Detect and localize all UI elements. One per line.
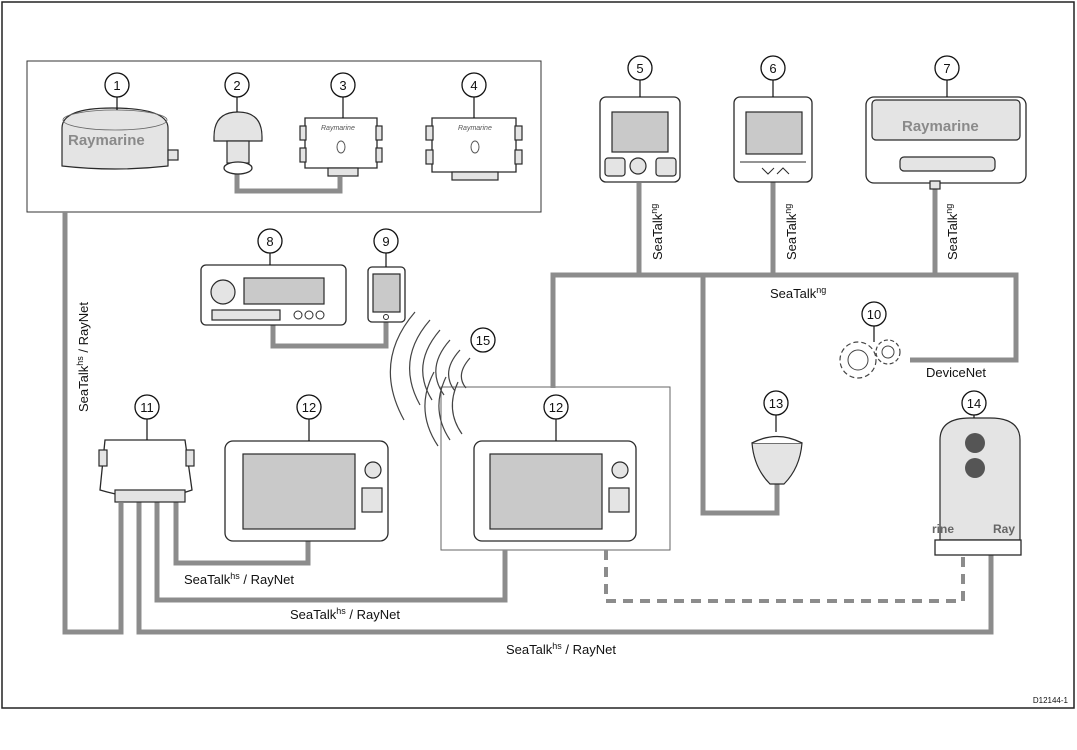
callout-11: 11 (135, 395, 159, 440)
svg-text:SeaTalkng: SeaTalkng (783, 204, 799, 260)
mfd-display-12b (474, 441, 636, 541)
label-devicenet: DeviceNet (926, 365, 986, 380)
thermal-camera-14: rine Ray (932, 418, 1021, 555)
label-seatalkhs-2: SeaTalkhs / RayNet (290, 606, 400, 622)
callout-10: 10 (862, 302, 886, 342)
callout-1: 1 (105, 73, 129, 110)
callout-14: 14 (962, 391, 986, 418)
mfd-display-12a (225, 441, 388, 541)
svg-text:4: 4 (470, 78, 477, 93)
label-seatalkhs-3: SeaTalkhs / RayNet (506, 641, 616, 657)
cable-video-dashed (606, 550, 963, 601)
label-seatalkng-bus: SeaTalkng (770, 285, 826, 301)
gps-antenna (214, 112, 262, 174)
label-seatalkng-7: SeaTalkng (944, 204, 960, 260)
svg-text:8: 8 (266, 234, 273, 249)
svg-text:6: 6 (769, 61, 776, 76)
instrument-unit-8 (201, 265, 346, 325)
label-seatalkng-6: SeaTalkng (783, 204, 799, 260)
label-seatalkhs-vertical: SeaTalkhs / RayNet (75, 302, 91, 412)
callout-3: 3 (331, 73, 355, 118)
network-pod-3: Raymarine (300, 118, 382, 176)
svg-text:12: 12 (302, 400, 316, 415)
callout-2: 2 (225, 73, 249, 112)
svg-text:SeaTalkng: SeaTalkng (649, 204, 665, 260)
radome-brand-text: Raymarine (68, 132, 145, 149)
callout-6: 6 (761, 56, 785, 97)
svg-text:SeaTalkhs / RayNet: SeaTalkhs / RayNet (75, 302, 91, 412)
radome-scanner: Raymarine (62, 108, 178, 169)
camera-brand-right-text: Ray (993, 522, 1015, 536)
drawing-reference: D12144-1 (1033, 696, 1069, 705)
instrument-display-5 (600, 97, 680, 182)
instrument-display-6 (734, 97, 812, 182)
cable-radar-seatalkhs (65, 212, 121, 632)
network-switch-11 (99, 440, 194, 502)
svg-text:13: 13 (769, 396, 783, 411)
svg-text:11: 11 (140, 400, 154, 415)
svg-text:SeaTalkng: SeaTalkng (944, 204, 960, 260)
svg-text:Raymarine: Raymarine (902, 118, 979, 135)
callout-9: 9 (374, 229, 398, 267)
svg-text:1: 1 (113, 78, 120, 93)
smart-device-9 (368, 267, 405, 322)
label-seatalkng-5: SeaTalkng (649, 204, 665, 260)
svg-text:5: 5 (636, 61, 643, 76)
camera-brand-left-text: rine (932, 522, 954, 536)
wifi-waves-icon (390, 312, 470, 446)
callout-13: 13 (764, 391, 788, 432)
svg-text:10: 10 (867, 307, 881, 322)
svg-text:15: 15 (476, 333, 490, 348)
pod-brand-text: Raymarine (321, 125, 355, 132)
cables (65, 169, 1016, 632)
autopilot-unit-7: Raymarine (866, 97, 1026, 189)
svg-text:7: 7 (943, 61, 950, 76)
cable-gps-pod (237, 169, 340, 191)
callout-7: 7 (935, 56, 959, 97)
callout-8: 8 (258, 229, 282, 265)
callout-5: 5 (628, 56, 652, 97)
callout-15: 15 (471, 328, 495, 352)
svg-text:2: 2 (233, 78, 240, 93)
svg-text:14: 14 (967, 396, 981, 411)
callout-12a: 12 (297, 395, 321, 441)
callout-12b: 12 (544, 395, 568, 441)
svg-text:12: 12 (549, 400, 563, 415)
svg-text:3: 3 (339, 78, 346, 93)
svg-text:9: 9 (382, 234, 389, 249)
transducer-13 (752, 437, 802, 485)
label-seatalkhs-1: SeaTalkhs / RayNet (184, 571, 294, 587)
gears-icon (840, 340, 900, 378)
svg-text:Raymarine: Raymarine (458, 125, 492, 132)
callout-4: 4 (462, 73, 486, 118)
network-pod-4: Raymarine (426, 118, 522, 180)
